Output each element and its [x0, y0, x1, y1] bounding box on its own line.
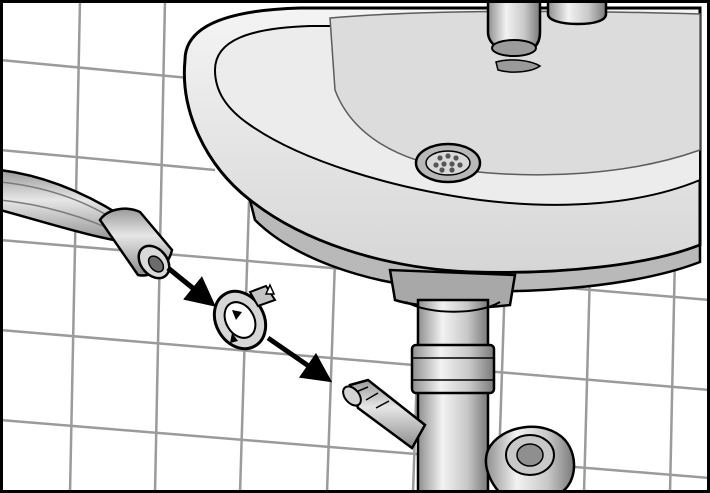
trap-connector [486, 427, 574, 493]
basin-drain [416, 144, 480, 182]
